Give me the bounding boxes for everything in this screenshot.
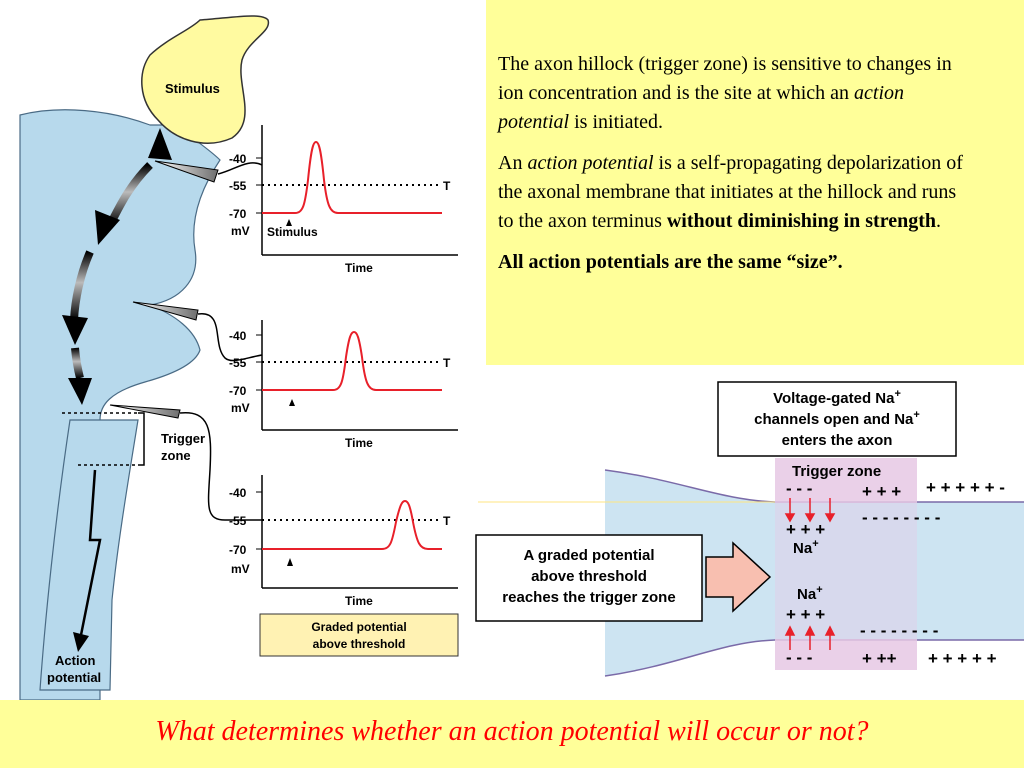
action-potential-arrow (73, 469, 102, 652)
g3-tick-55: -55 (229, 514, 247, 528)
propagation-arrows (62, 128, 172, 405)
g3-time-label: Time (345, 594, 373, 608)
na-influx-arrows-top (784, 498, 836, 523)
na-label-top: Na+ (793, 538, 819, 557)
g3-units: mV (231, 562, 250, 576)
p2-text-b: is a self-propagating depolarization of … (498, 152, 963, 232)
graded-potential-arrow (705, 541, 772, 613)
bottom-plus-long: + + + + + (928, 649, 997, 668)
inner-bottom-minus: - - - - - - - - (860, 621, 938, 640)
p1-italic: action potential (498, 82, 905, 133)
p2-italic: action potential (527, 152, 654, 174)
g1-units: mV (231, 224, 250, 238)
g1-time-label: Time (345, 261, 373, 275)
question-bar (0, 700, 1024, 768)
inner-top-minus: - - - - - - - - (862, 508, 940, 527)
p2-text-c: . (936, 210, 942, 232)
figure-canvas: Stimulus Action potential Trigger zone (19, 15, 1024, 700)
stimulus-label: Stimulus (165, 81, 220, 96)
g2-time-label: Time (345, 436, 373, 450)
graph-caption-box (259, 613, 459, 657)
paragraph-action-potential: An action potential is a self-propagatin… (498, 149, 968, 236)
p2-bold: without diminishing in strength (666, 210, 937, 232)
g3-tick-40: -40 (229, 486, 247, 500)
na-channel-box (717, 381, 957, 457)
g2-tick-70: -70 (229, 384, 247, 398)
stimulus-blob (141, 15, 270, 144)
g2-threshold-label: T (443, 356, 451, 370)
top-minus-signs: - - - (786, 479, 812, 498)
na-influx-arrows-bottom (784, 625, 836, 650)
caption-line-2: above threshold (313, 637, 406, 651)
axon-membrane-top (604, 469, 1024, 503)
na-box-line-2: channels open and Na+ (754, 409, 920, 428)
na-label-bottom: Na+ (797, 584, 823, 603)
text-panel-background (486, 0, 1024, 365)
trigger-label-2: zone (161, 448, 191, 463)
graph-3: -40 -55 -70 mV T Time (229, 475, 458, 608)
p2-text-a: An (498, 152, 528, 174)
paragraph-same-size: All action potentials are the same “size… (498, 248, 968, 277)
trigger-zone-title: Trigger zone (792, 463, 881, 480)
text-panel: The axon hillock (trigger zone) is sensi… (498, 50, 968, 289)
axon-membrane-bottom (604, 639, 1024, 677)
axon-shaft (39, 419, 139, 691)
na-box-line-3: enters the axon (782, 432, 893, 449)
g1-tick-40: -40 (229, 152, 247, 166)
action-potential-label-1: Action (55, 653, 96, 668)
electrode-1 (154, 160, 263, 183)
caption-line-1: Graded potential (311, 620, 406, 634)
na-box-line-1: Voltage-gated Na+ (773, 388, 901, 407)
g3-threshold-label: T (443, 514, 451, 528)
bottom-minus-signs: - - - (786, 648, 812, 667)
g1-tick-70: -70 (229, 207, 247, 221)
graded-potential-box (475, 534, 703, 622)
top-plus-long: + + + + + - (926, 478, 1005, 497)
g3-tick-70: -70 (229, 543, 247, 557)
p3-bold: All action potentials are the same “size… (498, 251, 843, 273)
graph-2: -40 -55 -70 mV T Time (229, 320, 458, 450)
trigger-zone-interior (775, 503, 917, 639)
graded-box-line-3: reaches the trigger zone (502, 589, 675, 606)
p1-text-a: The axon hillock (trigger zone) is sensi… (498, 53, 952, 104)
g1-threshold-label: T (443, 179, 451, 193)
trigger-zone-bracket (138, 412, 145, 466)
electrode-3 (109, 404, 262, 521)
question-text: What determines whether an action potent… (155, 716, 869, 747)
g2-tick-40: -40 (229, 329, 247, 343)
g2-tick-55: -55 (229, 356, 247, 370)
g1-stimulus-label: Stimulus (267, 225, 318, 239)
graded-box-line-2: above threshold (531, 568, 647, 585)
electrode-2 (132, 301, 263, 362)
p1-text-b: is initiated. (569, 111, 663, 133)
paragraph-hillock: The axon hillock (trigger zone) is sensi… (498, 50, 968, 137)
trigger-label-1: Trigger (161, 431, 205, 446)
g2-units: mV (231, 401, 250, 415)
top-plus-short: + + + (862, 482, 901, 501)
inner-top-plus: + + + (786, 520, 825, 539)
bottom-plus-short: + ++ (862, 649, 897, 668)
g1-tick-55: -55 (229, 179, 247, 193)
action-potential-label-2: potential (47, 670, 101, 685)
inner-bottom-plus: + + + (786, 605, 825, 624)
graph-1: -40 -55 -70 mV T Stimulus Time (229, 125, 458, 275)
graded-box-line-1: A graded potential (523, 547, 654, 564)
